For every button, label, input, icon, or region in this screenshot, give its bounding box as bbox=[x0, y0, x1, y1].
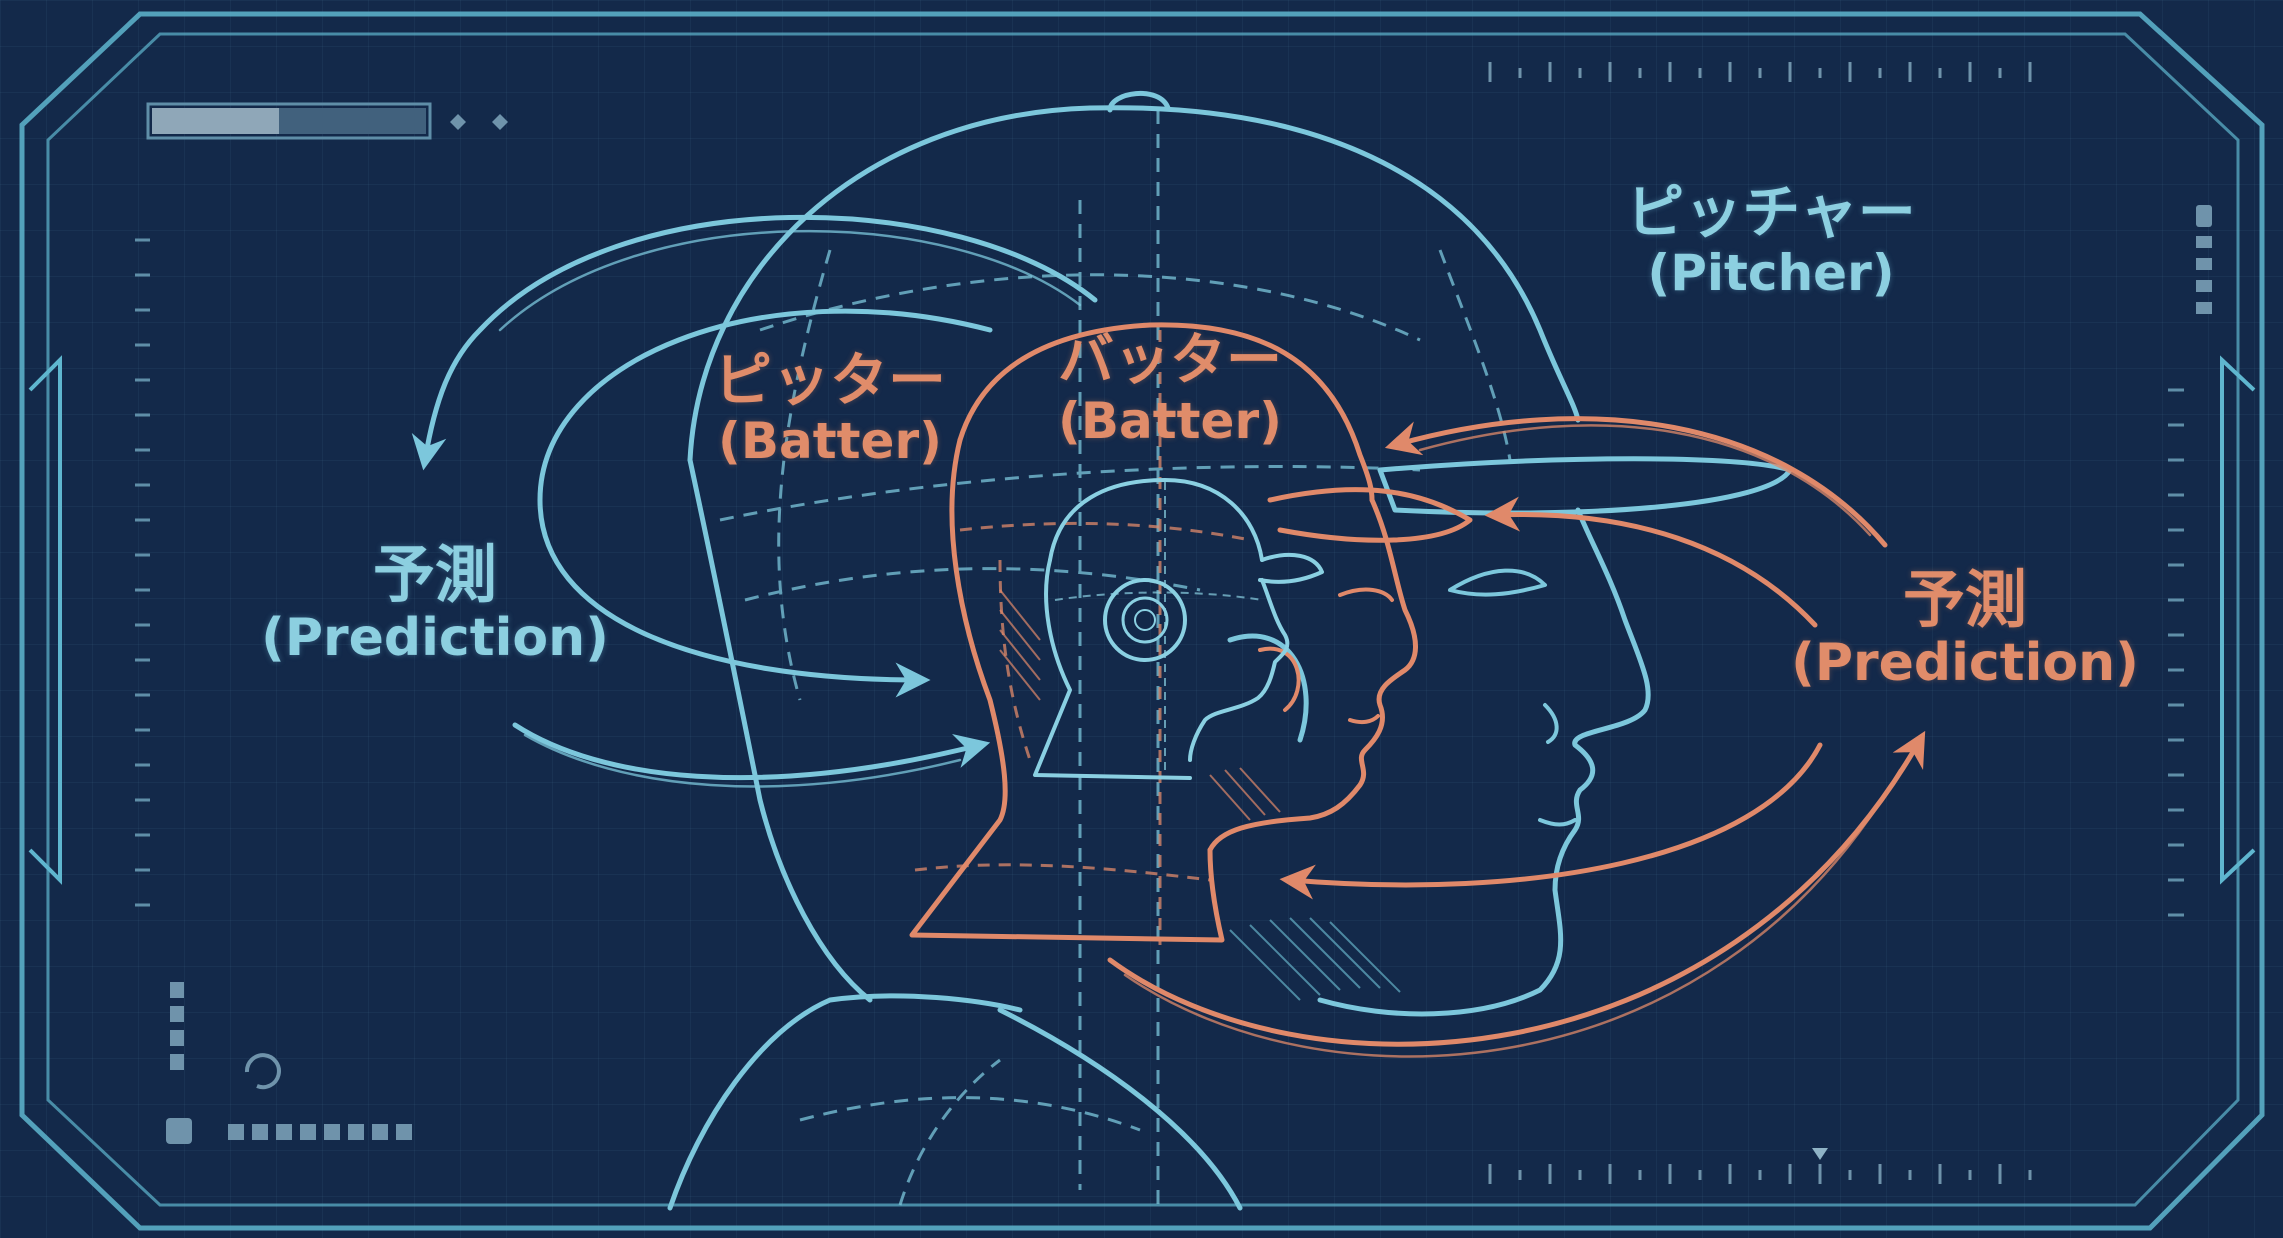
prediction-right-label-en: (Prediction) bbox=[1780, 634, 2150, 692]
right-scale bbox=[2168, 390, 2184, 915]
prediction-left-label-jp: 予測 bbox=[250, 540, 620, 609]
inner-batter-figure bbox=[1035, 480, 1322, 778]
status-blocks bbox=[2196, 205, 2212, 314]
blue-prediction-arrows bbox=[425, 217, 1095, 786]
arrow-to-batter-face bbox=[1495, 515, 1815, 625]
pitcher-label-en: (Pitcher) bbox=[1598, 245, 1944, 301]
top-ruler bbox=[1490, 62, 2030, 82]
prediction-left-label-en: (Prediction) bbox=[250, 609, 620, 667]
prediction-right-label: 予測 (Prediction) bbox=[1780, 565, 2150, 693]
prediction-left-label: 予測 (Prediction) bbox=[250, 540, 620, 668]
batter-label-en: (Batter) bbox=[1040, 393, 1300, 449]
batter-label-jp: バッター bbox=[1040, 330, 1300, 393]
batter-label: バッター (Batter) bbox=[1040, 330, 1300, 449]
pitcher-mislabeled-label-jp: ピッター bbox=[690, 348, 970, 413]
arrow-to-batter-neck bbox=[1290, 745, 1820, 885]
refresh-icon bbox=[247, 1055, 279, 1087]
bottom-ruler bbox=[1490, 1148, 2030, 1184]
progress-bar bbox=[148, 104, 430, 138]
neck-hatching bbox=[1230, 918, 1400, 1000]
pitcher-mislabeled-label: ピッター (Batter) bbox=[690, 348, 970, 469]
diamond-icon bbox=[450, 114, 508, 130]
prediction-right-label-jp: 予測 bbox=[1780, 565, 2150, 634]
orange-prediction-arrows bbox=[1110, 419, 1920, 1057]
pitcher-label-jp: ピッチャー bbox=[1598, 180, 1944, 245]
pitcher-label: ピッチャー (Pitcher) bbox=[1598, 180, 1944, 301]
left-scale bbox=[135, 240, 150, 905]
bottom-left-blocks bbox=[166, 982, 412, 1144]
pitcher-mislabeled-label-en: (Batter) bbox=[690, 413, 970, 469]
